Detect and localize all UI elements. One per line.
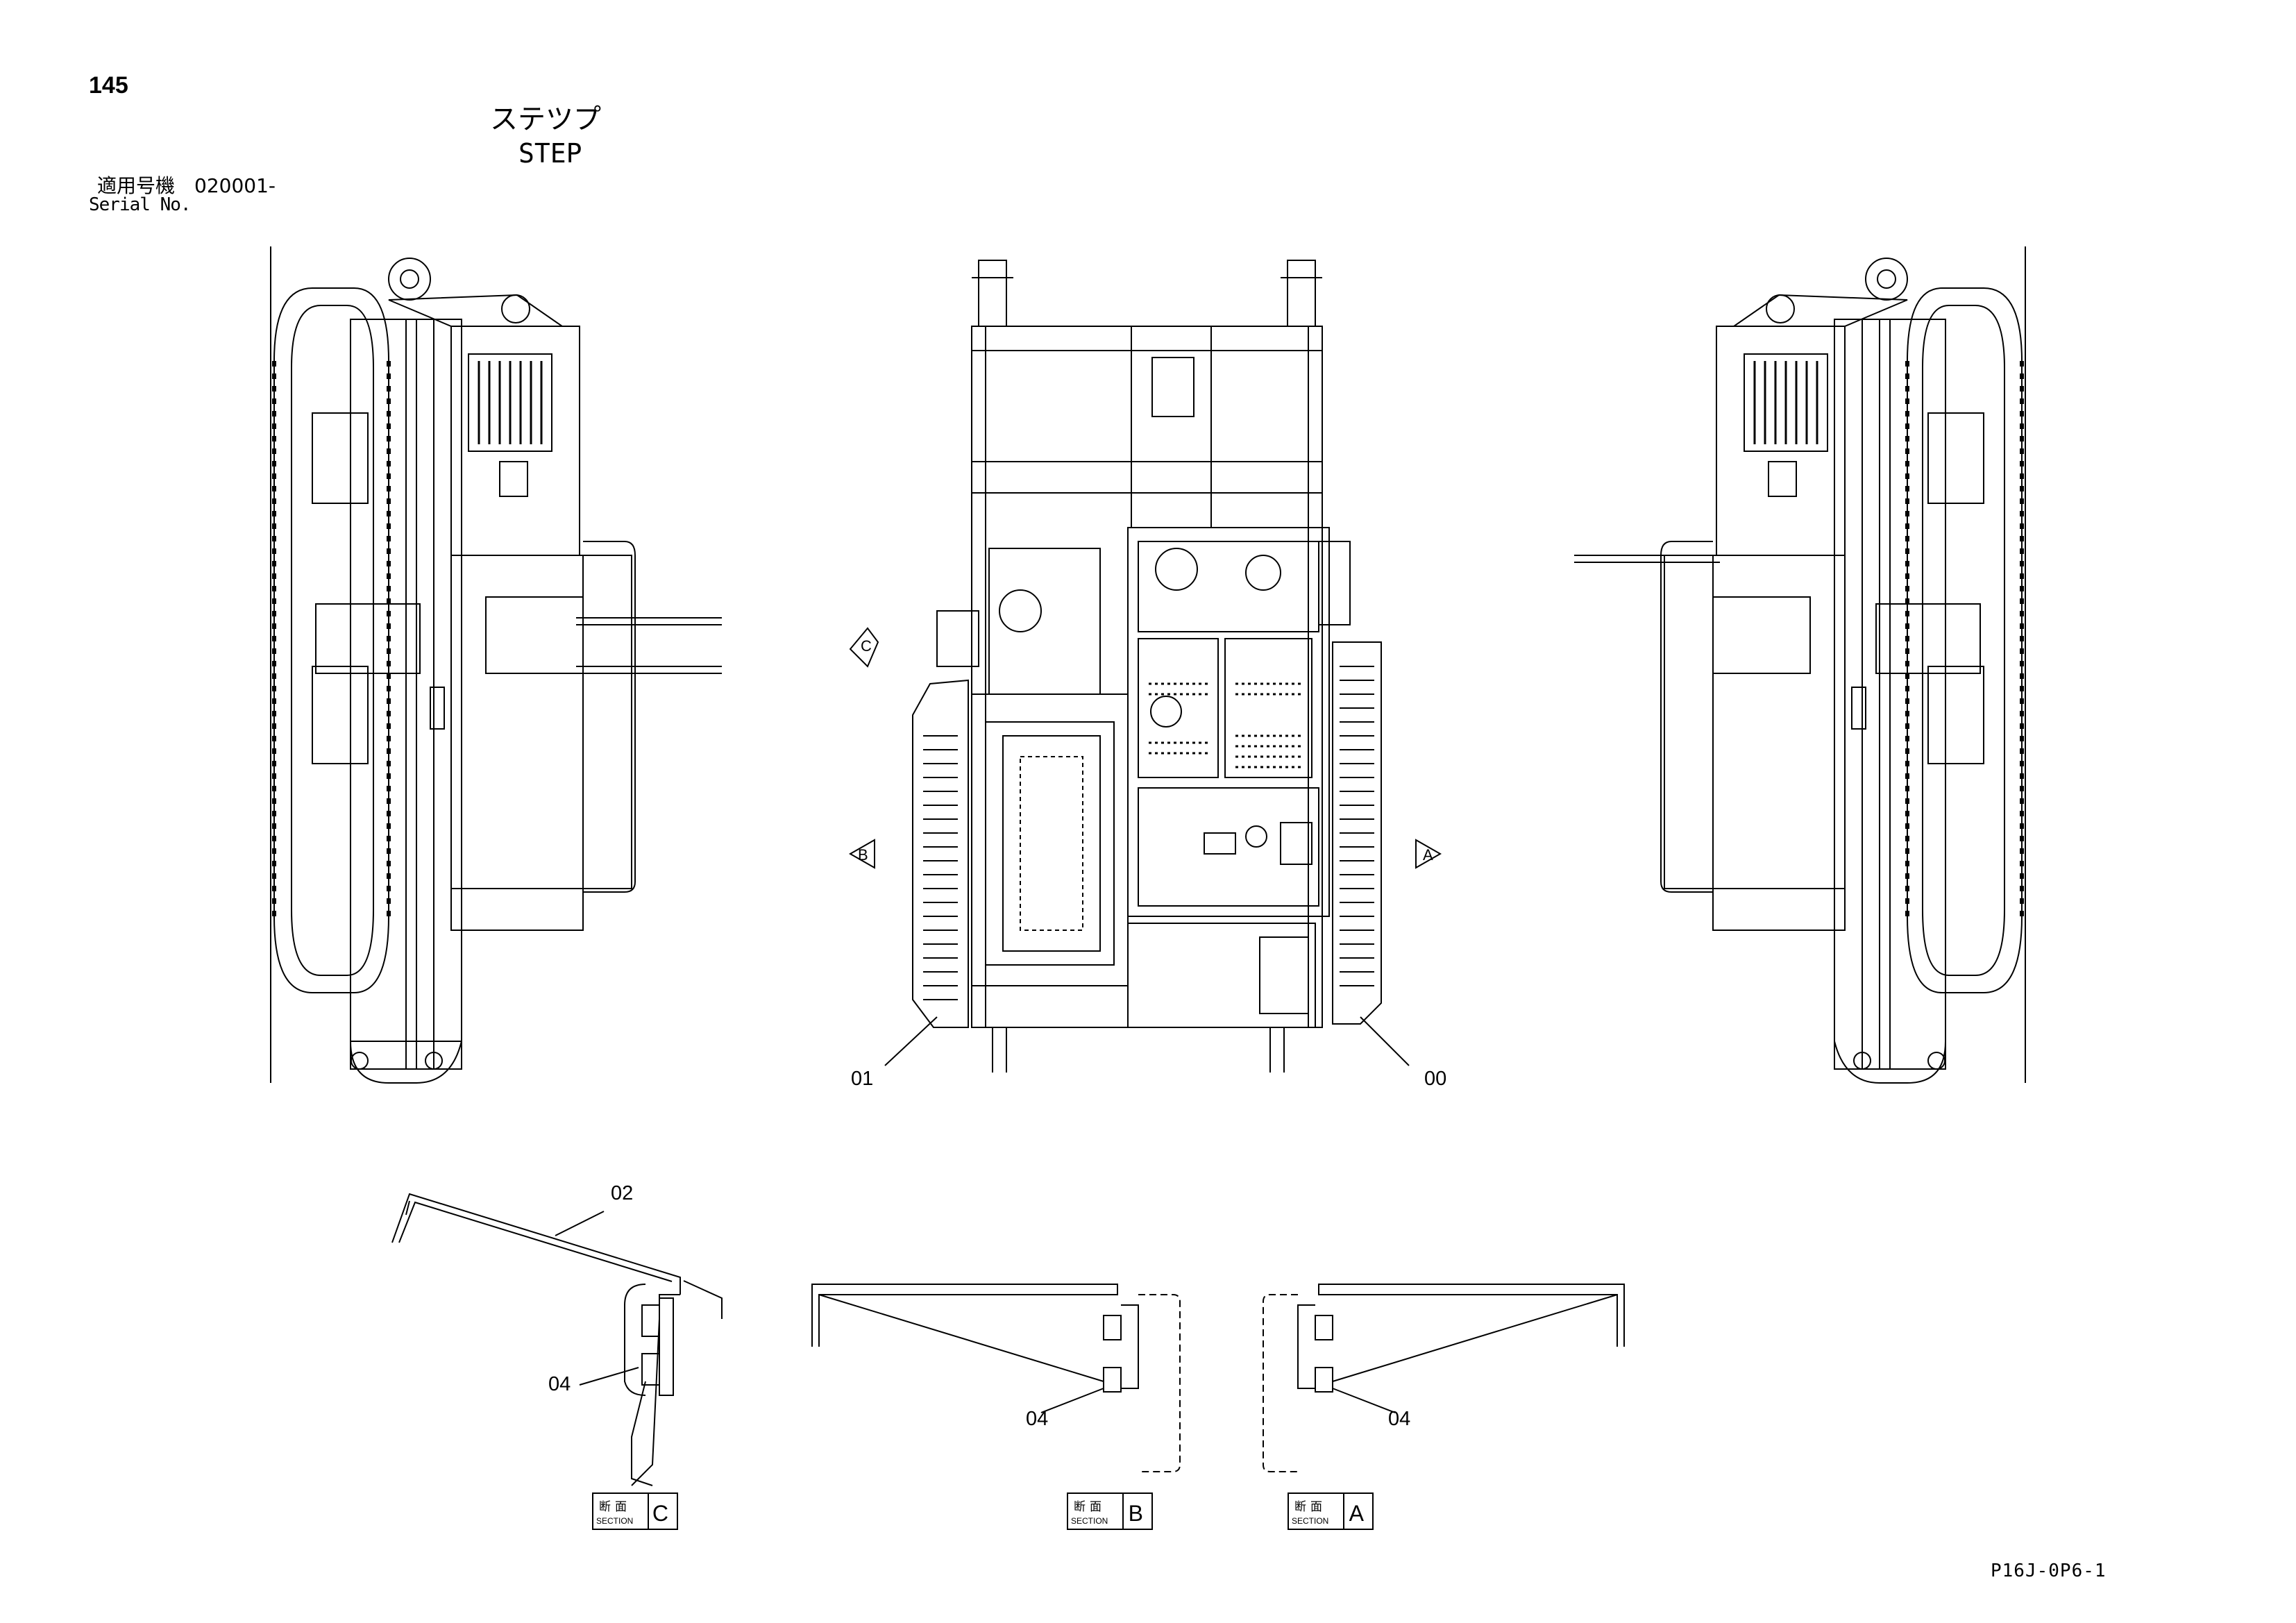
page-number: 145: [89, 72, 128, 99]
view-marker-c: C: [861, 637, 872, 655]
serial-number-label: Serial No.: [89, 194, 192, 215]
section-tag-a-letter: A: [1349, 1501, 1364, 1526]
callout-part-00: 00: [1424, 1068, 1447, 1090]
section-tag-c-en: SECTION: [596, 1516, 634, 1526]
view-marker-b: B: [858, 846, 868, 864]
callout-part-04-section-c: 04: [548, 1373, 571, 1395]
view-arrow-a: [1415, 839, 1442, 869]
right-step-grating: [1332, 641, 1382, 1025]
callout-part-04-section-a: 04: [1388, 1408, 1411, 1430]
section-tag-c-ja: 断面: [599, 1500, 631, 1514]
view-arrow-c: [849, 627, 879, 668]
section-tag-b: 断面 SECTION B: [1067, 1492, 1153, 1530]
view-arrow-b: [848, 839, 875, 869]
section-tag-b-ja: 断面: [1074, 1500, 1106, 1514]
section-b-detail: [811, 1284, 1181, 1472]
serial-applicability-label: 適用号機 020001-: [97, 174, 276, 197]
callout-part-01: 01: [851, 1068, 874, 1090]
sheet-code: P16J-0P6-1: [1991, 1561, 2107, 1581]
callout-part-04-section-b: 04: [1026, 1408, 1049, 1430]
section-tag-a-ja: 断面: [1294, 1500, 1326, 1514]
page-title-english: STEP: [518, 138, 582, 169]
center-plan-view: [848, 260, 1442, 1073]
left-side-view: [270, 246, 722, 1084]
section-a-detail: [1263, 1284, 1625, 1472]
section-tag-c: 断面 SECTION C: [592, 1492, 678, 1530]
right-side-view: [1574, 246, 2026, 1084]
section-tag-b-en: SECTION: [1071, 1516, 1108, 1526]
section-tag-a-en: SECTION: [1292, 1516, 1329, 1526]
left-step-grating: [912, 679, 969, 1028]
section-tag-c-letter: C: [652, 1501, 668, 1526]
callout-part-02: 02: [611, 1182, 634, 1204]
view-marker-a: A: [1423, 846, 1433, 864]
section-c-detail: [391, 1193, 723, 1486]
section-tag-b-letter: B: [1128, 1501, 1143, 1526]
page-title-japanese: ステツプ: [490, 103, 601, 135]
section-tag-a: 断面 SECTION A: [1288, 1492, 1374, 1530]
